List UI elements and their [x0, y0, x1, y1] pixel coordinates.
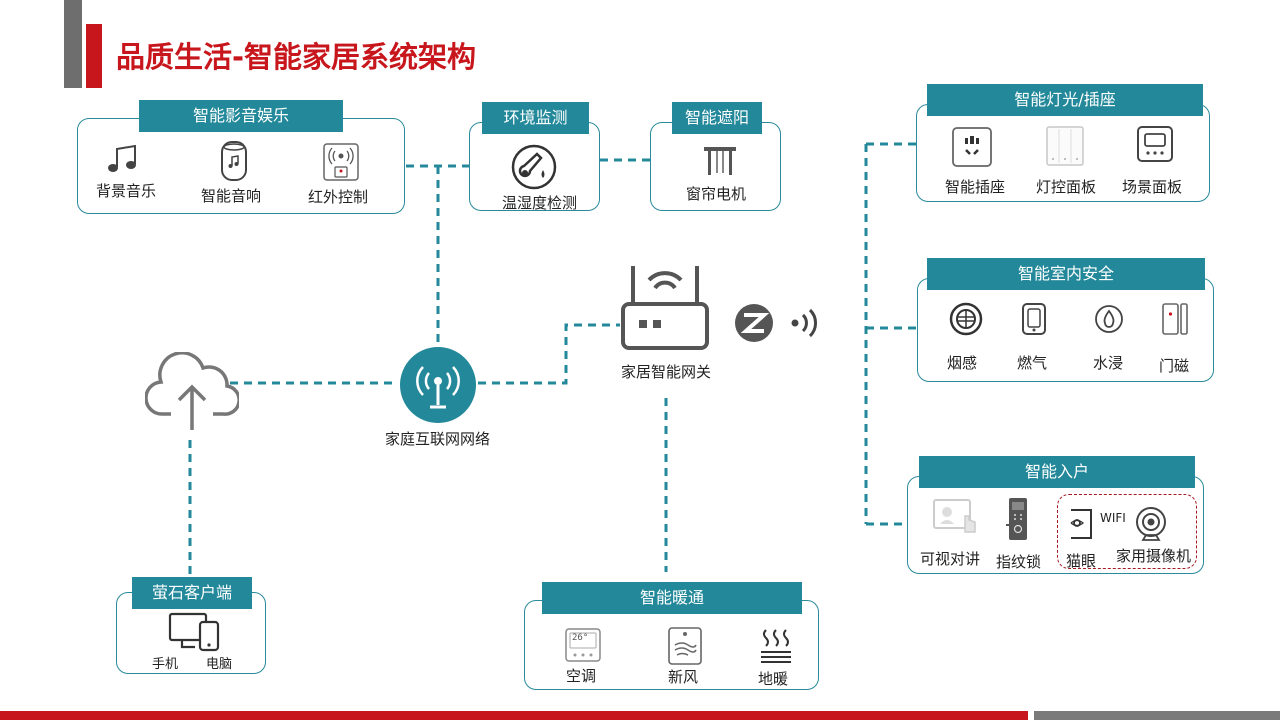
- wifi-signal-icon: [788, 306, 820, 340]
- group-light-title: 智能灯光/插座: [927, 84, 1203, 116]
- label-floor-heating: 地暖: [758, 670, 789, 688]
- label-fresh-air: 新风: [668, 668, 699, 686]
- label-scene-panel: 场景面板: [1122, 178, 1183, 196]
- group-hvac-title: 智能暖通: [542, 582, 802, 614]
- thermometer-icon: [509, 144, 559, 190]
- connector-network-gateway: [478, 323, 620, 385]
- header-accent-red: [86, 24, 102, 88]
- label-light-panel: 灯控面板: [1036, 178, 1097, 196]
- wifi-label: WIFI: [1100, 511, 1126, 525]
- zigbee-icon: [733, 303, 775, 343]
- router-icon: [618, 262, 712, 354]
- thermostat-icon: [564, 628, 602, 662]
- label-smoke: 烟感: [947, 354, 978, 372]
- group-security: [917, 278, 1214, 382]
- group-shade: [650, 122, 781, 211]
- label-air-conditioner: 空调: [566, 667, 597, 685]
- label-home-camera: 家用摄像机: [1116, 547, 1192, 565]
- group-security-title: 智能室内安全: [927, 258, 1205, 290]
- intercom-icon: [930, 496, 980, 536]
- label-fingerprint-lock: 指纹锁: [996, 553, 1042, 571]
- fingerprint-lock-icon: [1005, 497, 1031, 541]
- water-sensor-icon: [1093, 304, 1125, 334]
- light-switch-icon: [1044, 125, 1086, 167]
- scene-panel-icon: [1135, 125, 1175, 163]
- label-ir-control: 红外控制: [308, 188, 369, 206]
- fresh-air-icon: [667, 627, 703, 665]
- group-shade-title: 智能遮阳: [672, 102, 762, 134]
- label-gateway: 家居智能网关: [621, 363, 712, 381]
- footer-bar-gray: [1034, 711, 1280, 720]
- label-smart-speaker: 智能音响: [201, 187, 262, 205]
- group-entry: [907, 476, 1204, 574]
- label-video-intercom: 可视对讲: [920, 550, 981, 568]
- gas-detector-icon: [1020, 302, 1048, 336]
- label-background-music: 背景音乐: [96, 182, 157, 200]
- network-antenna-icon: [398, 347, 478, 423]
- label-home-network: 家庭互联网网络: [385, 430, 491, 448]
- group-client-title: 萤石客户端: [132, 577, 252, 609]
- group-av-title: 智能影音娱乐: [139, 100, 343, 132]
- footer-bar-red: [0, 711, 1028, 720]
- group-entry-title: 智能入户: [919, 456, 1195, 488]
- curtain-motor-icon: [700, 146, 740, 176]
- label-water: 水浸: [1093, 354, 1124, 372]
- music-note-icon: [106, 145, 142, 175]
- group-env-title: 环境监测: [482, 102, 589, 134]
- label-phone: 手机: [152, 657, 179, 672]
- label-smart-socket: 智能插座: [945, 178, 1006, 196]
- door-sensor-icon: [1160, 302, 1190, 336]
- smoke-detector-icon: [948, 302, 984, 336]
- ir-remote-icon: [321, 142, 361, 182]
- label-computer: 电脑: [206, 657, 233, 672]
- header-accent-gray: [64, 0, 82, 88]
- label-temp-humidity: 温湿度检测: [502, 194, 578, 212]
- speaker-icon: [218, 140, 250, 182]
- camera-icon: [1133, 506, 1169, 546]
- label-curtain-motor: 窗帘电机: [686, 185, 747, 203]
- thermostat-reading: 26°: [572, 633, 589, 643]
- label-peephole: 猫眼: [1066, 552, 1097, 570]
- label-door: 门磁: [1159, 357, 1190, 375]
- floor-heating-icon: [757, 628, 795, 664]
- cloud-upload-icon: [144, 352, 240, 432]
- socket-icon: [950, 126, 994, 168]
- devices-icon: [166, 610, 222, 652]
- wifi-device-frame: [1057, 494, 1197, 569]
- page-title: 品质生活-智能家居系统架构: [116, 40, 477, 74]
- peephole-icon: [1066, 508, 1096, 540]
- label-gas: 燃气: [1017, 354, 1048, 372]
